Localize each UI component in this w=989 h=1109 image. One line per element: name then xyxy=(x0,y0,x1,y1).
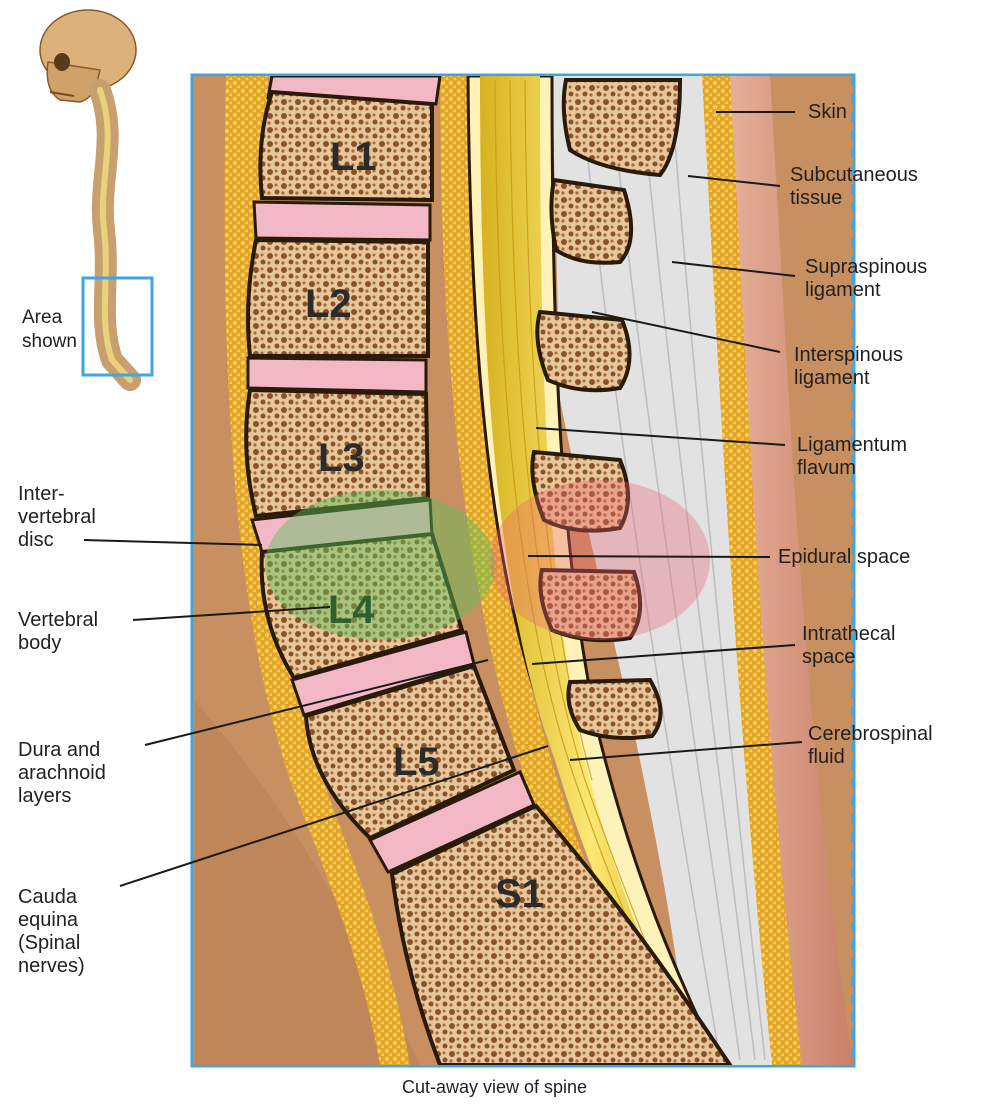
highlight-green xyxy=(265,490,495,640)
highlight-red xyxy=(490,480,710,640)
vertebra-label-l1: L1 xyxy=(330,135,377,180)
vertebra-label-l2: L2 xyxy=(305,282,352,327)
skull-icon xyxy=(40,10,136,102)
vertebra-label-l3: L3 xyxy=(318,436,365,481)
label-subcutaneous-tissue: Subcutaneous tissue xyxy=(790,164,918,210)
label-supraspinous-ligament: Supraspinous ligament xyxy=(805,256,927,302)
label-intrathecal-space: Intrathecal space xyxy=(802,623,895,669)
label-cauda-equina: Cauda equina (Spinal nerves) xyxy=(18,886,85,978)
label-intervertebral-disc: Inter- vertebral disc xyxy=(18,483,96,552)
label-ligamentum-flavum: Ligamentum flavum xyxy=(797,434,907,480)
label-vertebral-body: Vertebral body xyxy=(18,609,98,655)
label-interspinous-ligament: Interspinous ligament xyxy=(794,344,903,390)
figure-caption: Cut-away view of spine xyxy=(0,1077,989,1098)
label-cerebrospinal-fluid: Cerebrospinal fluid xyxy=(808,723,933,769)
vertebra-label-l4: L4 xyxy=(328,588,375,633)
area-shown-label: Area shown xyxy=(22,306,77,354)
vertebra-label-l5: L5 xyxy=(393,740,440,785)
label-epidural-space: Epidural space xyxy=(778,546,910,569)
vertebra-label-s1: S1 xyxy=(495,872,544,917)
label-skin: Skin xyxy=(808,101,847,124)
label-dura-arachnoid: Dura and arachnoid layers xyxy=(18,739,106,808)
